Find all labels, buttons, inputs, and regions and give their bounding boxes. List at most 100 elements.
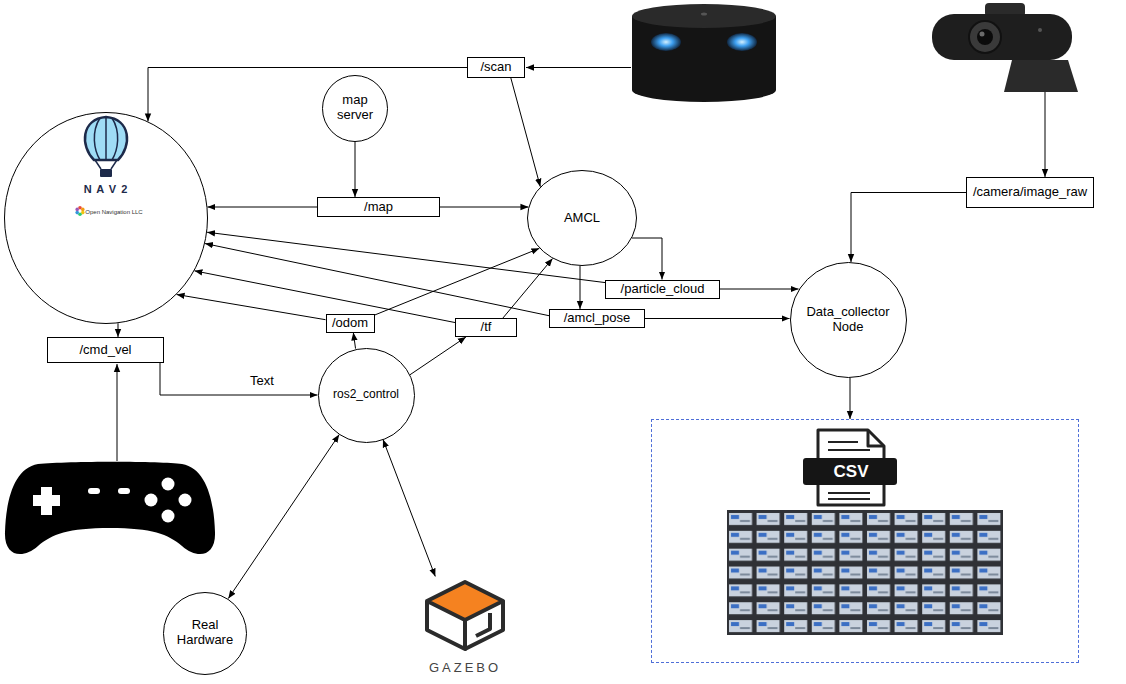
- node-circle: map server: [322, 75, 388, 142]
- node-label: CSV: [804, 462, 898, 482]
- topic-connector: [645, 318, 790, 319]
- topic-connector: [353, 333, 355, 349]
- gazebo-right-face: [465, 601, 503, 649]
- camera-illustration: [932, 3, 1078, 92]
- node-label: /amcl_pose: [564, 311, 630, 326]
- nav2-circle: N A V 2 Open Navigation LLC: [4, 112, 208, 324]
- topic-connector: [503, 259, 553, 318]
- balloon-ropes: [95, 160, 117, 169]
- topic-connector: [160, 363, 318, 395]
- lidar-top: [632, 4, 776, 28]
- topic-box: /particle_cloud: [605, 280, 720, 299]
- topic-connector: [118, 323, 119, 337]
- node-circle: AMCL: [527, 170, 637, 266]
- image-grid: [727, 510, 1003, 635]
- node-label: GAZEBO: [429, 661, 501, 676]
- open-navigation-icon: [75, 206, 84, 216]
- gamepad-small-button: [88, 488, 100, 494]
- circle-outline-shape: [5, 113, 208, 324]
- node-circle: Data_collector Node: [790, 262, 907, 378]
- gamepad-button: [162, 478, 175, 491]
- circle-outline-shape: [528, 171, 637, 266]
- topic-box: /odom: [326, 314, 375, 333]
- topic-connector: [355, 142, 356, 198]
- node-label: /map: [364, 200, 393, 215]
- gamepad-body: [5, 462, 215, 554]
- topic-connector: [375, 248, 540, 315]
- circle-outline-shape: [164, 592, 247, 674]
- topic-connector: [511, 78, 540, 187]
- edge-label: Text: [248, 374, 276, 389]
- node-label: N A V 2: [84, 183, 129, 196]
- topic-connector: [177, 295, 326, 320]
- node-label: /scan: [480, 60, 511, 75]
- node-circle: ros2_control: [318, 348, 415, 443]
- topic-connector: [851, 193, 966, 263]
- file-label-band: [803, 458, 897, 485]
- topic-connector: [720, 289, 799, 290]
- topic-connector: [148, 68, 467, 122]
- node-label: /tf: [481, 320, 492, 335]
- lidar-light: [651, 33, 681, 51]
- node-label: AMCL: [564, 211, 600, 226]
- file-fold: [868, 430, 884, 446]
- gamepad-dpad: [33, 495, 60, 506]
- camera-lens-ring: [969, 21, 1001, 53]
- camera-led: [1038, 28, 1042, 32]
- topic-connector: [440, 207, 528, 208]
- node-label: Open Navigation LLC: [85, 209, 142, 216]
- node-label: Real Hardware: [170, 618, 240, 648]
- gamepad-button: [162, 510, 175, 523]
- node-label: /cmd_vel: [79, 343, 131, 358]
- node-label: Data_collector Node: [798, 305, 898, 335]
- camera-body: [932, 14, 1072, 60]
- node-label: /particle_cloud: [621, 282, 705, 297]
- circle-outline-shape: [790, 263, 906, 378]
- topic-connector: [850, 378, 851, 419]
- lidar-body: [632, 16, 776, 102]
- lidar-dot: [701, 13, 707, 16]
- gamepad-button: [179, 494, 192, 507]
- node-label: /odom: [332, 316, 368, 331]
- icon-dot: [75, 211, 79, 215]
- topic-connector: [207, 207, 317, 208]
- gamepad-button: [145, 494, 158, 507]
- camera-lens: [977, 29, 993, 45]
- topic-box: /scan: [467, 57, 525, 78]
- topic-connector: [580, 266, 581, 309]
- node-label: /camera/image_raw: [973, 185, 1087, 200]
- nav2-balloon-logo: [85, 117, 127, 177]
- topic-connector: [205, 244, 549, 316]
- node-label: ros2_control: [333, 388, 399, 402]
- device-arrow: [526, 67, 631, 68]
- grid-ground: [727, 510, 1003, 635]
- gamepad-small-button: [118, 488, 130, 494]
- gazebo-logo: [427, 582, 503, 649]
- circle-outline-shape: [323, 75, 388, 141]
- balloon-gores: [94, 117, 117, 160]
- gamepad-illustration: [5, 462, 215, 554]
- gazebo-notch: [476, 613, 490, 636]
- topic-connector: [207, 232, 605, 282]
- topic-connector: [632, 238, 662, 280]
- camera-stand: [1004, 60, 1078, 92]
- lidar-illustration: [632, 4, 776, 102]
- simulator-logo: GAZEBO: [410, 577, 520, 680]
- icon-dot: [75, 208, 79, 212]
- topic-connector: [228, 435, 339, 599]
- topic-connector: [383, 439, 435, 576]
- balloon-basket: [100, 169, 112, 177]
- lidar-light: [727, 33, 757, 51]
- grid-thumbnails: [727, 510, 1003, 635]
- circle-outline: [4, 112, 208, 324]
- topic-box: /camera/image_raw: [966, 177, 1094, 208]
- node-circle: Real Hardware: [163, 592, 247, 675]
- csv-file-icon: [803, 430, 897, 505]
- topic-box: /map: [317, 197, 440, 217]
- topic-box: /cmd_vel: [47, 337, 164, 363]
- device-arrow: [117, 364, 118, 461]
